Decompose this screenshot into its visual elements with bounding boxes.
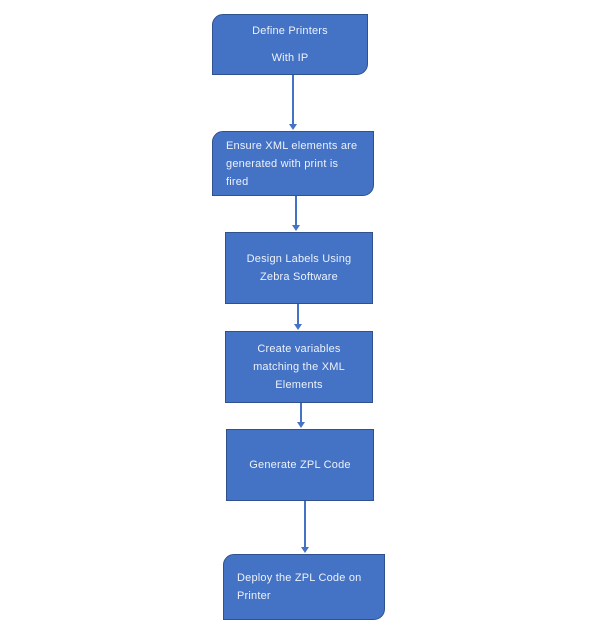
node-label-line: Zebra Software xyxy=(259,271,338,283)
node-label-line: With IP xyxy=(271,52,309,64)
node-label-line: generated with print is xyxy=(226,157,339,170)
connector-arrow-2 xyxy=(292,196,301,231)
connector-arrow-3 xyxy=(294,304,303,330)
node-label-line: Printer xyxy=(237,590,271,602)
node-label-line: Ensure XML elements are xyxy=(226,139,358,152)
node-label-line: Create variables xyxy=(257,343,341,355)
flowchart-node-deploy-zpl-code: Deploy the ZPL Code on Printer xyxy=(223,554,385,620)
connector-arrow-5 xyxy=(301,501,310,553)
flowchart-node-define-printers: Define Printers With IP xyxy=(212,14,368,75)
node-label-line: matching the XML xyxy=(253,361,345,373)
node-label-line: Elements xyxy=(275,379,323,391)
node-label-line: Deploy the ZPL Code on xyxy=(237,572,362,584)
node-label-line: Define Printers xyxy=(252,25,328,37)
flowchart-node-generate-zpl-code: Generate ZPL Code xyxy=(226,429,374,501)
node-label-line: fired xyxy=(226,175,249,188)
node-label-line: Generate ZPL Code xyxy=(249,459,351,471)
flowchart-node-ensure-xml-elements: Ensure XML elements are generated with p… xyxy=(212,131,374,196)
flowchart-node-design-labels: Design Labels Using Zebra Software xyxy=(225,232,373,304)
connector-arrow-1 xyxy=(289,75,298,130)
flowchart-node-create-variables: Create variables matching the XML Elemen… xyxy=(225,331,373,403)
node-label-line: Design Labels Using xyxy=(246,253,352,265)
connector-arrow-4 xyxy=(297,403,306,428)
